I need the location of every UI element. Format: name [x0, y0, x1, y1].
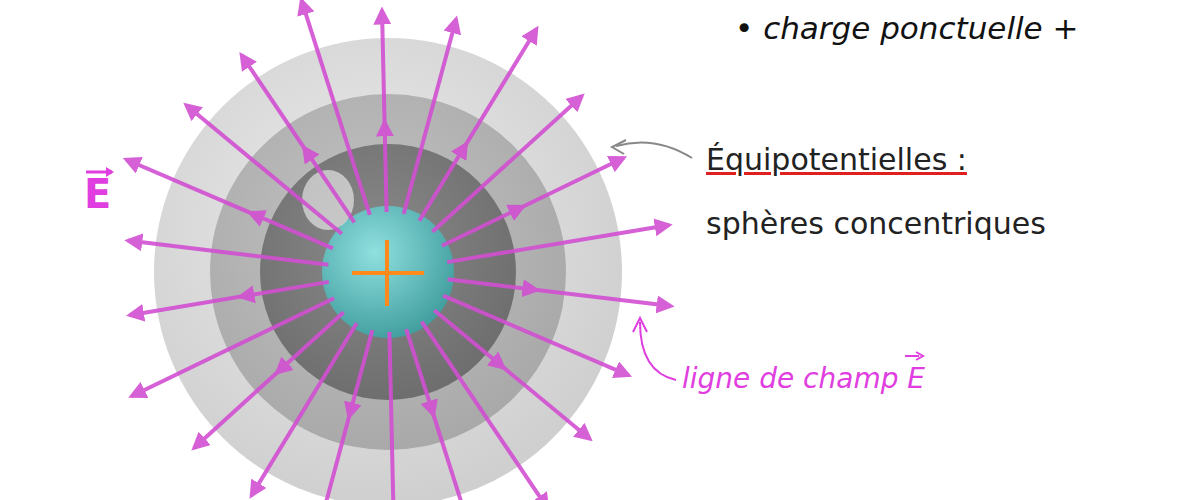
field-line — [126, 160, 333, 249]
field-arrowhead — [277, 365, 286, 373]
field-arrowhead — [494, 360, 503, 368]
field-arrowhead — [250, 213, 261, 218]
field-line — [442, 158, 624, 246]
equipotential-label: Équipotentielles : — [706, 142, 967, 178]
field-arrowhead — [430, 404, 434, 415]
field-line — [314, 330, 372, 500]
field-line — [443, 296, 629, 376]
field-line — [389, 332, 394, 500]
field-line — [194, 312, 344, 448]
charge-core — [322, 206, 454, 338]
field-line — [241, 55, 354, 222]
vector-arrow — [905, 355, 919, 357]
field-line — [406, 329, 467, 500]
equipotential-sphere — [260, 144, 516, 400]
field-arrowhead — [349, 405, 352, 417]
field-symbol: E — [84, 170, 111, 218]
field-line — [404, 19, 457, 214]
leader-arrow — [633, 318, 647, 332]
leader-arrow — [612, 140, 626, 154]
field-arrowhead — [240, 295, 252, 297]
field-line — [422, 322, 548, 500]
field-line — [128, 241, 329, 265]
field-line — [447, 225, 669, 262]
field-arrowhead — [460, 144, 466, 154]
field-arrowhead — [383, 122, 387, 134]
field-line — [382, 10, 387, 212]
field-line — [302, 0, 370, 214]
equipotential-sphere — [210, 94, 566, 450]
handwritten-note: • charge ponctuelle + — [735, 10, 1079, 47]
vector-arrow — [916, 352, 923, 360]
equipotential-sphere — [154, 38, 622, 500]
field-arrowhead — [304, 148, 311, 158]
field-line — [130, 282, 329, 315]
charge-plus — [385, 240, 389, 306]
field-lines — [126, 0, 671, 500]
field-line — [448, 279, 671, 306]
leader-arrow — [616, 142, 692, 158]
field-arrowhead — [525, 289, 537, 291]
field-line — [432, 96, 582, 232]
field-arrowhead — [512, 207, 523, 212]
equipotential-label: sphères concentriques — [706, 206, 1046, 242]
field-line-label: ligne de champ E — [682, 350, 925, 396]
field-line — [132, 298, 335, 396]
